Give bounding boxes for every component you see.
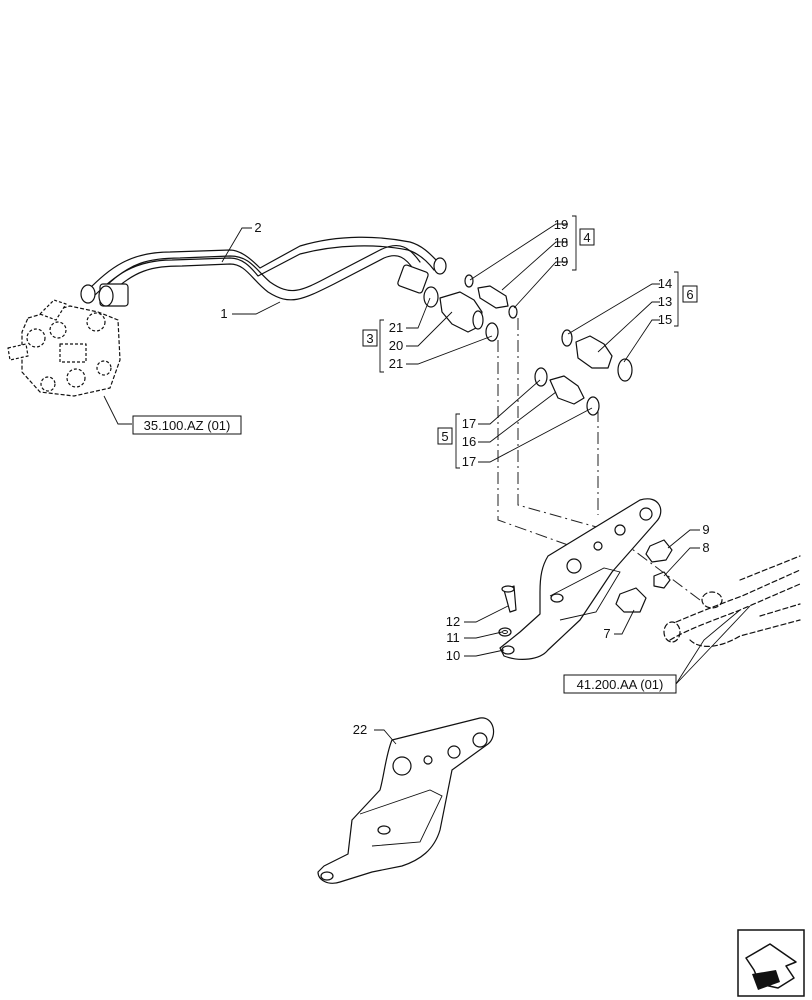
group-label-6: 6 — [686, 287, 693, 302]
next-page-arrow-icon[interactable] — [737, 929, 805, 997]
callout-18: 18 — [554, 235, 568, 250]
callout-2: 2 — [254, 220, 261, 235]
callout-19-top: 19 — [554, 217, 568, 232]
callout-8: 8 — [702, 540, 709, 555]
hydraulic-pipes — [80, 236, 447, 307]
hydraulic-cylinder-drawing — [663, 555, 801, 647]
callout-11: 11 — [446, 630, 460, 645]
fittings-group-5 — [534, 367, 600, 416]
group-label-4: 4 — [583, 230, 590, 245]
reference-valve-text: 35.100.AZ (01) — [144, 418, 231, 433]
fittings-group-6 — [561, 329, 633, 382]
callout-10: 10 — [446, 648, 460, 663]
group-label-5: 5 — [441, 429, 448, 444]
group-box-4: 4 — [579, 228, 595, 246]
callout-20: 20 — [389, 338, 403, 353]
leader-lines — [103, 223, 751, 745]
callout-12: 12 — [446, 614, 460, 629]
group-box-5: 5 — [437, 427, 453, 445]
group-box-6: 6 — [682, 285, 698, 303]
callout-14: 14 — [658, 276, 672, 291]
control-valve-drawing — [7, 299, 121, 397]
fittings-group-3-4 — [423, 274, 518, 342]
callout-22: 22 — [353, 722, 367, 737]
mounting-bracket — [498, 498, 673, 660]
callout-1: 1 — [220, 306, 227, 321]
callout-17-top: 17 — [462, 416, 476, 431]
callout-7: 7 — [603, 626, 610, 641]
callout-13: 13 — [658, 294, 672, 309]
reference-cylinder-text: 41.200.AA (01) — [577, 677, 664, 692]
callout-9: 9 — [702, 522, 709, 537]
callout-16: 16 — [462, 434, 476, 449]
reference-box-cylinder[interactable]: 41.200.AA (01) — [563, 674, 677, 694]
group-label-3: 3 — [366, 331, 373, 346]
callout-21-top: 21 — [389, 320, 403, 335]
bracket-22-drawing — [317, 717, 495, 884]
group-box-3: 3 — [362, 329, 378, 347]
group-brackets — [379, 215, 679, 469]
callout-labels: 2 1 19 18 19 21 20 21 17 16 17 14 13 15 … — [220, 217, 709, 737]
reference-box-valve[interactable]: 35.100.AZ (01) — [132, 415, 242, 435]
callout-17-bottom: 17 — [462, 454, 476, 469]
callout-19-bottom: 19 — [554, 254, 568, 269]
callout-21-bottom: 21 — [389, 356, 403, 371]
callout-15: 15 — [658, 312, 672, 327]
